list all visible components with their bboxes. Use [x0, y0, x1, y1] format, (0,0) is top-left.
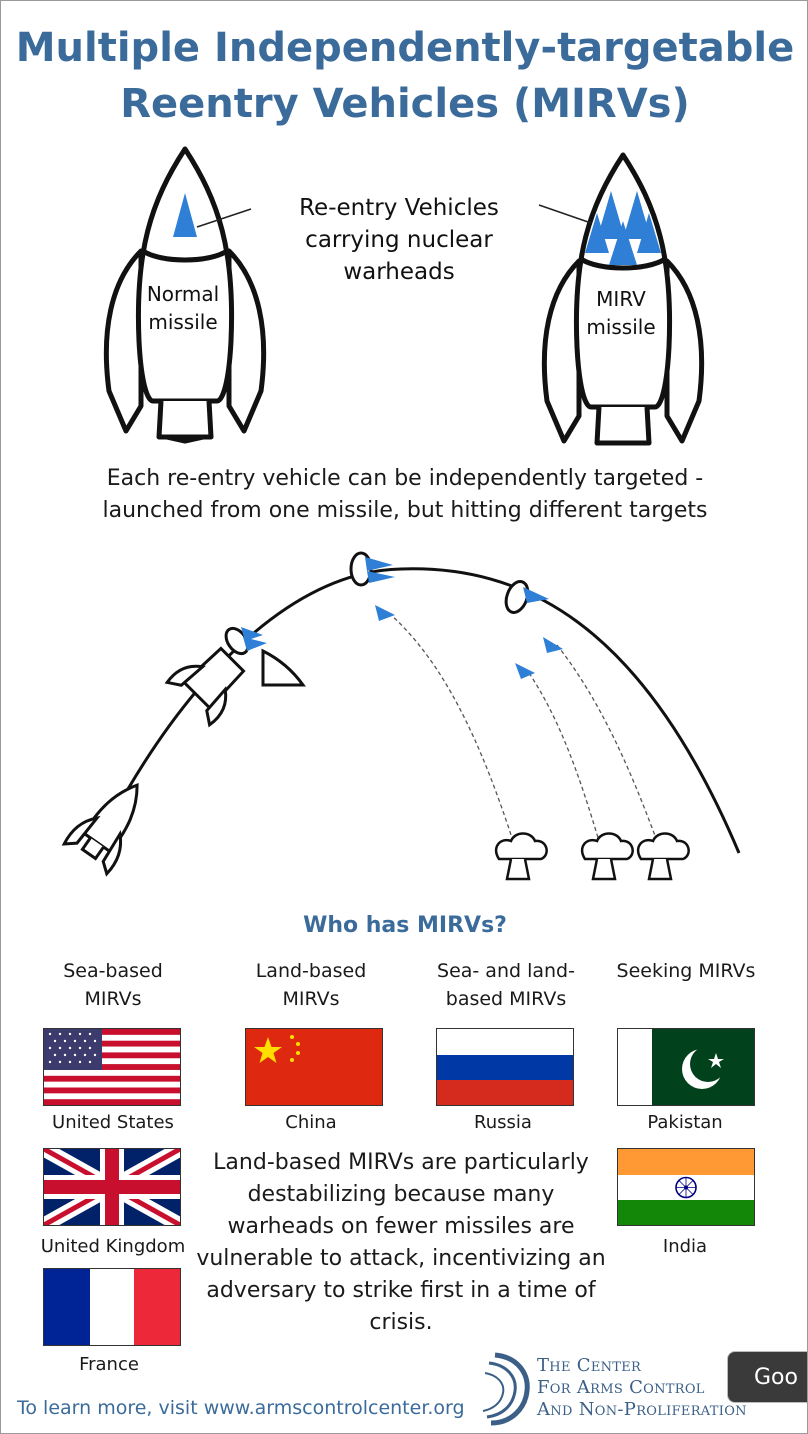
country-label-russia: Russia — [474, 1112, 532, 1133]
rocket-illustrations: Normal missile MIRV missile Re-entry Veh… — [103, 146, 705, 446]
mushroom-cloud-icon — [494, 832, 548, 881]
title-line-1: Multiple Independently-targetable — [15, 25, 795, 71]
category-seeking: Seeking MIRVs — [616, 960, 756, 982]
mirv-missile-label-1: MIRV — [596, 287, 646, 311]
org-name-line-3: And Non-Proliferation — [537, 1399, 747, 1420]
country-label-us: United States — [52, 1112, 174, 1133]
reentry-caption-2: carrying nuclear — [305, 227, 493, 253]
multiple-warheads-icon — [585, 191, 661, 265]
normal-missile-icon — [103, 146, 267, 444]
explanation-line-1: Each re-entry vehicle can be independent… — [106, 466, 704, 491]
china-flag-icon — [245, 1028, 383, 1106]
mushroom-cloud-icon — [580, 832, 634, 881]
footer-learn-more-link[interactable]: To learn more, visit www.armscontrolcent… — [17, 1397, 465, 1419]
launch-rocket-icon — [61, 782, 139, 877]
org-name-line-1: The Center — [537, 1355, 642, 1376]
category-sea-based-2: MIRVs — [84, 988, 142, 1010]
explanation-line-2: launched from one missile, but hitting d… — [102, 498, 708, 523]
separating-stage-icon — [164, 646, 246, 728]
pakistan-flag-icon — [617, 1028, 755, 1106]
reentry-caption-3: warheads — [343, 259, 454, 285]
category-sea-land-2: based MIRVs — [445, 988, 567, 1010]
country-label-uk: United Kingdom — [40, 1236, 186, 1257]
country-label-france: France — [79, 1354, 139, 1375]
falling-warhead-icon — [515, 663, 535, 679]
org-logo-icon — [482, 1352, 530, 1426]
france-flag-icon — [43, 1268, 181, 1346]
country-label-china: China — [285, 1112, 337, 1133]
title-line-2: Reentry Vehicles (MIRVs) — [120, 81, 690, 127]
category-land-based-2: MIRVs — [282, 988, 340, 1010]
falling-warhead-icon — [375, 605, 395, 621]
country-label-india: India — [662, 1236, 708, 1257]
warhead-bus-2-icon — [349, 551, 395, 587]
category-sea-land-1: Sea- and land- — [437, 960, 575, 982]
warhead-bus-1-icon — [224, 626, 267, 656]
org-name: The Center For Arms Control And Non-Prol… — [537, 1355, 747, 1421]
falling-warhead-icon — [543, 637, 563, 653]
category-sea-based-1: Sea-based — [63, 960, 163, 982]
destabilizing-note: Land-based MIRVs are particularly destab… — [196, 1150, 606, 1335]
normal-missile-label-1: Normal — [147, 282, 219, 306]
category-land-based-1: Land-based — [255, 960, 367, 982]
overlay-button[interactable]: Goo — [727, 1351, 807, 1403]
country-label-pakistan: Pakistan — [647, 1112, 723, 1133]
warhead-bus-3-icon — [504, 580, 549, 614]
india-flag-icon — [617, 1148, 755, 1226]
mushroom-cloud-icon — [636, 832, 690, 881]
mirv-missile-icon — [541, 152, 705, 446]
us-flag-icon — [43, 1028, 181, 1106]
normal-missile-label-2: missile — [148, 310, 217, 334]
single-warhead-icon — [173, 193, 197, 237]
russia-flag-icon — [436, 1028, 574, 1106]
who-has-mirvs-heading: Who has MIRVs? — [303, 913, 507, 938]
trajectory-diagram — [61, 551, 741, 881]
org-name-line-2: For Arms Control — [537, 1377, 705, 1398]
uk-flag-icon — [43, 1148, 181, 1226]
reentry-caption-1: Re-entry Vehicles — [299, 195, 499, 221]
mirv-missile-label-2: missile — [586, 315, 655, 339]
nose-cone-icon — [261, 648, 306, 687]
